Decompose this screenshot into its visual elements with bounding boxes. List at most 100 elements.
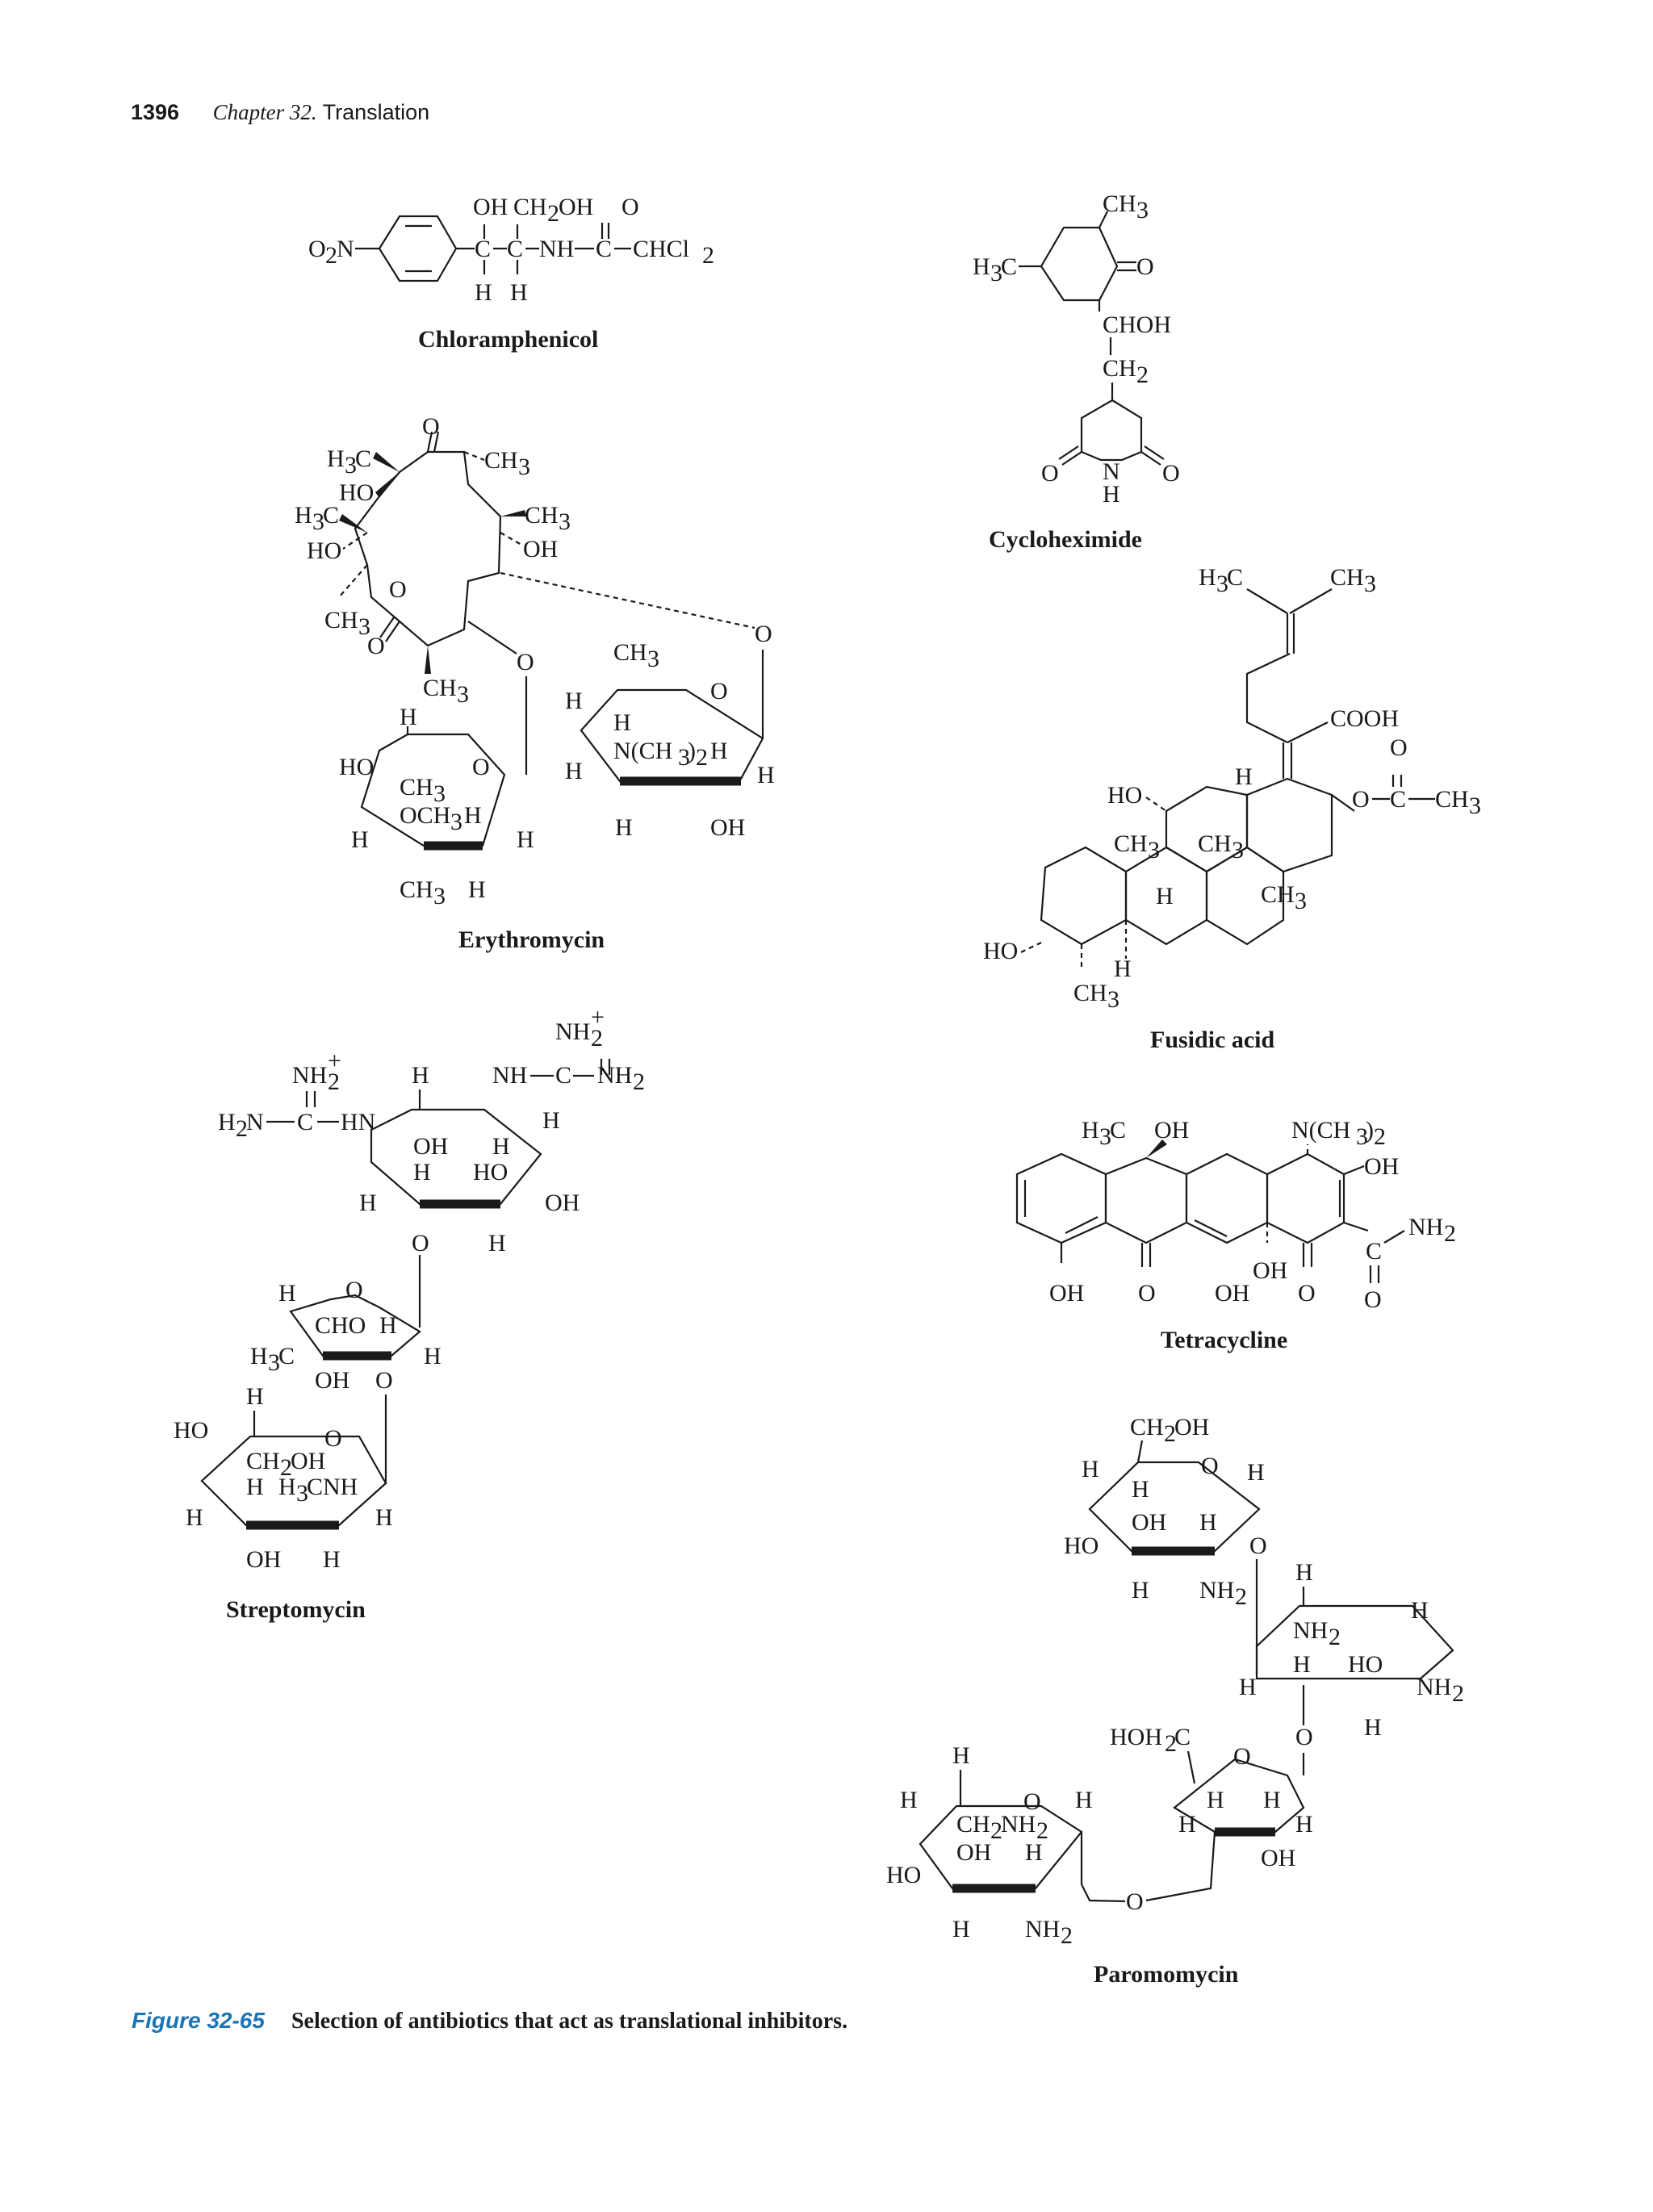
svg-text:3: 3: [559, 508, 571, 535]
svg-text:H: H: [246, 1474, 264, 1500]
svg-text:C: C: [596, 236, 612, 262]
svg-text:H: H: [1132, 1476, 1149, 1503]
svg-text:O: O: [1138, 1280, 1156, 1307]
svg-text:NH: NH: [1199, 1577, 1234, 1604]
svg-text:C: C: [1110, 1117, 1126, 1144]
svg-text:O: O: [1201, 1453, 1219, 1479]
svg-text:NH: NH: [1408, 1214, 1443, 1240]
svg-text:CHCl: CHCl: [633, 236, 689, 262]
svg-text:2: 2: [236, 1115, 248, 1142]
svg-text:O: O: [1390, 734, 1408, 761]
svg-text:2: 2: [1235, 1583, 1247, 1610]
svg-text:C: C: [1001, 253, 1017, 280]
svg-text:NH: NH: [1001, 1811, 1036, 1838]
svg-text:H: H: [1295, 1559, 1313, 1586]
svg-text:C: C: [507, 236, 523, 262]
svg-text:2: 2: [1444, 1220, 1456, 1247]
svg-text:CHOH: CHOH: [1103, 312, 1171, 338]
svg-text:H: H: [327, 445, 345, 472]
svg-text:2: 2: [1061, 1922, 1073, 1949]
tetracycline-label: Tetracycline: [1161, 1327, 1288, 1353]
svg-text:HO: HO: [1064, 1533, 1099, 1559]
svg-text:H: H: [246, 1383, 264, 1410]
svg-text:3: 3: [1356, 1123, 1368, 1150]
svg-text:O: O: [755, 621, 772, 647]
svg-text:C: C: [278, 1343, 295, 1369]
svg-text:N: N: [337, 236, 354, 262]
svg-text:H: H: [1239, 1674, 1257, 1700]
svg-text:H: H: [900, 1787, 918, 1813]
svg-text:HO: HO: [174, 1417, 208, 1444]
svg-text:H: H: [1411, 1597, 1429, 1624]
svg-text:OH: OH: [1253, 1257, 1287, 1284]
svg-text:OH: OH: [473, 194, 508, 220]
svg-text:2: 2: [1165, 1730, 1177, 1757]
svg-text:2: 2: [1136, 362, 1149, 388]
svg-text:O: O: [710, 678, 728, 705]
svg-text:C: C: [555, 1062, 571, 1089]
svg-text:H: H: [464, 802, 482, 829]
svg-text:O: O: [1136, 253, 1154, 280]
svg-text:O: O: [517, 649, 534, 675]
svg-text:CH: CH: [525, 502, 559, 529]
svg-text:H: H: [1103, 481, 1120, 508]
svg-text:CH: CH: [1435, 786, 1469, 813]
svg-text:O: O: [1233, 1743, 1251, 1770]
svg-text:OH: OH: [1215, 1280, 1249, 1307]
svg-text:OH: OH: [1132, 1509, 1166, 1536]
svg-text:OCH: OCH: [400, 802, 450, 829]
svg-text:O: O: [1023, 1788, 1041, 1815]
svg-text:H: H: [1263, 1787, 1281, 1813]
svg-text:HOH: HOH: [1110, 1724, 1162, 1750]
chloramphenicol-label: Chloramphenicol: [418, 326, 599, 353]
svg-text:H: H: [412, 1062, 429, 1089]
svg-text:H: H: [1293, 1651, 1311, 1678]
paromomycin-label: Paromomycin: [1094, 1961, 1239, 1988]
svg-text:3: 3: [433, 780, 446, 807]
svg-text:H: H: [615, 814, 633, 841]
svg-text:O: O: [367, 633, 385, 659]
svg-text:OH: OH: [1364, 1153, 1399, 1180]
svg-text:2: 2: [325, 242, 337, 269]
svg-text:2: 2: [591, 1025, 603, 1052]
svg-text:2: 2: [633, 1068, 645, 1095]
svg-text:O: O: [1162, 460, 1180, 487]
svg-text:N(CH: N(CH: [613, 738, 672, 764]
svg-text:H: H: [952, 1742, 970, 1769]
svg-text:OH: OH: [545, 1190, 580, 1216]
svg-text:NH: NH: [1417, 1674, 1451, 1700]
svg-text:OH: OH: [559, 194, 593, 220]
svg-text:H: H: [1199, 564, 1216, 591]
svg-text:H: H: [323, 1546, 341, 1573]
svg-text:HO: HO: [339, 754, 374, 780]
svg-text:CH: CH: [423, 675, 457, 701]
svg-text:H: H: [1132, 1577, 1149, 1604]
svg-text:NH: NH: [292, 1062, 327, 1089]
svg-text:H: H: [1295, 1811, 1313, 1838]
svg-text:N: N: [246, 1109, 264, 1135]
chapter-title: Translation: [322, 100, 430, 124]
svg-text:O: O: [308, 236, 326, 262]
svg-text:O: O: [472, 754, 490, 780]
svg-text:CH: CH: [400, 876, 433, 903]
svg-text:NH: NH: [1293, 1617, 1328, 1644]
svg-text:C: C: [1174, 1724, 1191, 1750]
svg-text:H: H: [413, 1159, 431, 1185]
svg-text:H: H: [1075, 1787, 1093, 1813]
svg-text:CH: CH: [324, 607, 358, 633]
svg-text:OH: OH: [956, 1839, 991, 1866]
figure-label: Figure 32-65: [132, 2008, 265, 2033]
svg-text:O: O: [389, 576, 407, 603]
svg-text:OH: OH: [1174, 1414, 1209, 1441]
svg-text:3: 3: [518, 454, 530, 480]
svg-text:3: 3: [296, 1480, 308, 1507]
svg-text:C: C: [323, 502, 339, 529]
svg-text:H: H: [542, 1107, 560, 1134]
svg-text:2: 2: [547, 200, 559, 227]
svg-text:H: H: [278, 1474, 296, 1500]
svg-text:H: H: [1025, 1839, 1043, 1866]
svg-text:2: 2: [1164, 1420, 1176, 1447]
